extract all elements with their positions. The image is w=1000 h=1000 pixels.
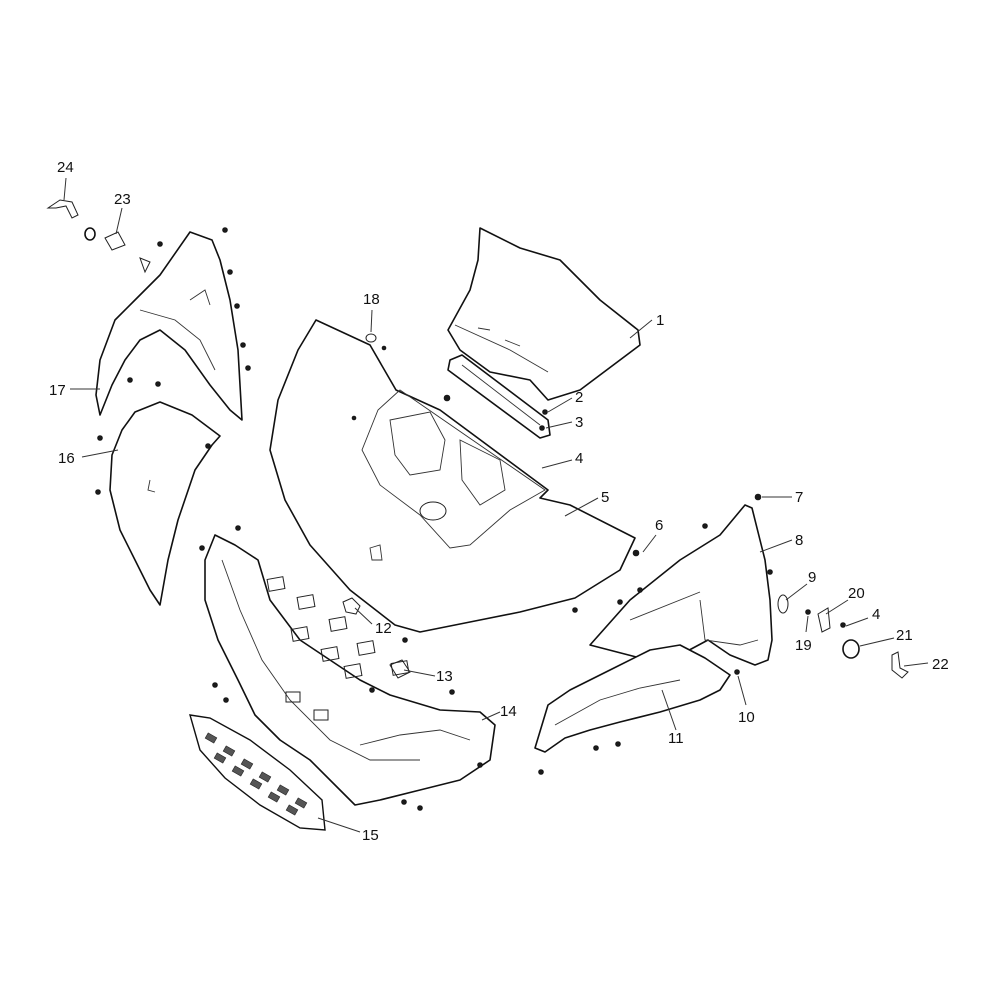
callout-13: 13 bbox=[436, 668, 453, 685]
callout-11: 11 bbox=[668, 730, 684, 747]
callout-5: 5 bbox=[601, 489, 609, 506]
callout-6: 6 bbox=[655, 517, 663, 534]
callout-22: 22 bbox=[932, 656, 949, 673]
leader-lines bbox=[63, 177, 929, 833]
callout-17: 17 bbox=[49, 382, 66, 399]
part-left-upper-panel bbox=[95, 227, 251, 421]
callout-16: 16 bbox=[58, 450, 75, 467]
callout-9: 9 bbox=[808, 569, 816, 586]
part-pad bbox=[389, 659, 411, 679]
callout-23: 23 bbox=[114, 191, 131, 208]
part-small-brackets bbox=[46, 199, 151, 274]
callout-8: 8 bbox=[795, 532, 803, 549]
part-grille bbox=[189, 714, 326, 831]
callout-19: 19 bbox=[795, 637, 812, 654]
part-mount-bar bbox=[447, 354, 551, 439]
callout-12: 12 bbox=[375, 620, 392, 637]
part-grommet bbox=[365, 333, 387, 351]
callout-24: 24 bbox=[57, 159, 74, 176]
part-front-bumper bbox=[199, 525, 496, 811]
callout-7: 7 bbox=[795, 489, 803, 506]
part-right-clip bbox=[777, 594, 789, 614]
callout-1: 1 bbox=[656, 312, 664, 329]
part-right-side-panel bbox=[589, 493, 773, 666]
part-hood bbox=[269, 319, 640, 633]
part-right-lower-panel bbox=[534, 644, 740, 775]
callout-2: 2 bbox=[575, 389, 583, 406]
callout-21: 21 bbox=[896, 627, 913, 644]
part-windshield bbox=[447, 227, 641, 401]
part-right-small-parts bbox=[805, 607, 909, 679]
callout-10: 10 bbox=[738, 709, 755, 726]
callout-3: 3 bbox=[575, 414, 583, 431]
callout-14: 14 bbox=[500, 703, 517, 720]
part-left-lower-panel bbox=[95, 401, 221, 606]
callout-18: 18 bbox=[363, 291, 380, 308]
callout-20: 20 bbox=[848, 585, 865, 602]
callout-15: 15 bbox=[362, 827, 379, 844]
part-clip bbox=[342, 597, 361, 615]
callout-4-right: 4 bbox=[872, 606, 880, 623]
callout-4: 4 bbox=[575, 450, 583, 467]
